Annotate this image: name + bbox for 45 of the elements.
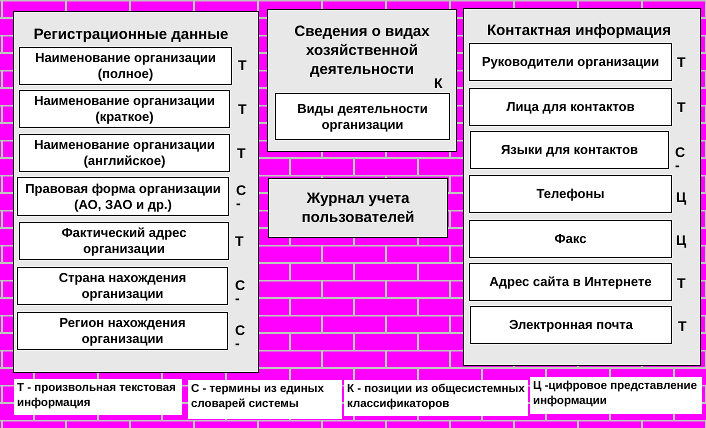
- attribute-box: Страна нахождения организации: [17, 267, 228, 305]
- type-code: К: [434, 76, 443, 90]
- panel-heading: Сведения о видах хозяйственной деятельности: [293, 22, 431, 79]
- type-code: Т: [677, 276, 686, 290]
- attribute-box: Языки для контактов: [470, 131, 669, 169]
- type-code: Т: [678, 319, 687, 333]
- type-code: Ц: [676, 190, 686, 204]
- panel-heading: Контактная информация: [486, 21, 672, 40]
- legend-note: К - позиции из общесистемных классификаторов: [344, 380, 528, 416]
- panel-heading: Регистрационные данные: [32, 25, 230, 44]
- dash-text: -: [236, 196, 241, 210]
- group-panel: [267, 9, 457, 152]
- attribute-box: Регион нахождения организации: [17, 312, 228, 350]
- dash-text: -: [235, 336, 240, 350]
- legend-note: Т - произвольная текстовая информация: [14, 379, 182, 415]
- type-code: Т: [237, 146, 246, 160]
- attribute-box: Лица для контактов: [469, 88, 672, 126]
- attribute-box: Наименование организации (краткое): [19, 90, 230, 128]
- attribute-box: Правовая форма организации (АО, ЗАО и др.): [17, 177, 229, 216]
- attribute-box: Руководители организации: [469, 43, 672, 81]
- legend-note: Ц -цифровое представление информации: [530, 377, 702, 414]
- attribute-box: Факс: [469, 220, 672, 258]
- attribute-box: Адрес сайта в Интернете: [469, 263, 672, 301]
- type-code: Т: [235, 234, 244, 248]
- type-code: С: [236, 183, 246, 197]
- dash-text: -: [235, 291, 240, 305]
- module-box: Журнал учета пользователей: [268, 178, 448, 238]
- attribute-box: Наименование организации (английское): [19, 134, 230, 172]
- type-code: С: [235, 278, 246, 292]
- attribute-box: Наименование организации (полное): [19, 47, 232, 85]
- type-code: Т: [238, 102, 247, 116]
- attribute-box: Виды деятельности организации: [275, 93, 450, 140]
- dash-text: -: [675, 158, 680, 172]
- type-code: Т: [238, 58, 247, 72]
- attribute-box: Электронная почта: [470, 306, 672, 344]
- attribute-box: Фактический адрес организации: [19, 222, 229, 260]
- type-code: С: [675, 145, 686, 159]
- group-panel: [463, 8, 701, 366]
- attribute-box: Телефоны: [469, 175, 672, 213]
- type-code: Ц: [676, 233, 686, 247]
- type-code: Т: [677, 55, 686, 69]
- group-panel: [13, 11, 259, 373]
- type-code: С: [235, 323, 246, 337]
- legend-note: С - термины из единых словарей системы: [188, 380, 342, 419]
- type-code: Т: [677, 100, 686, 114]
